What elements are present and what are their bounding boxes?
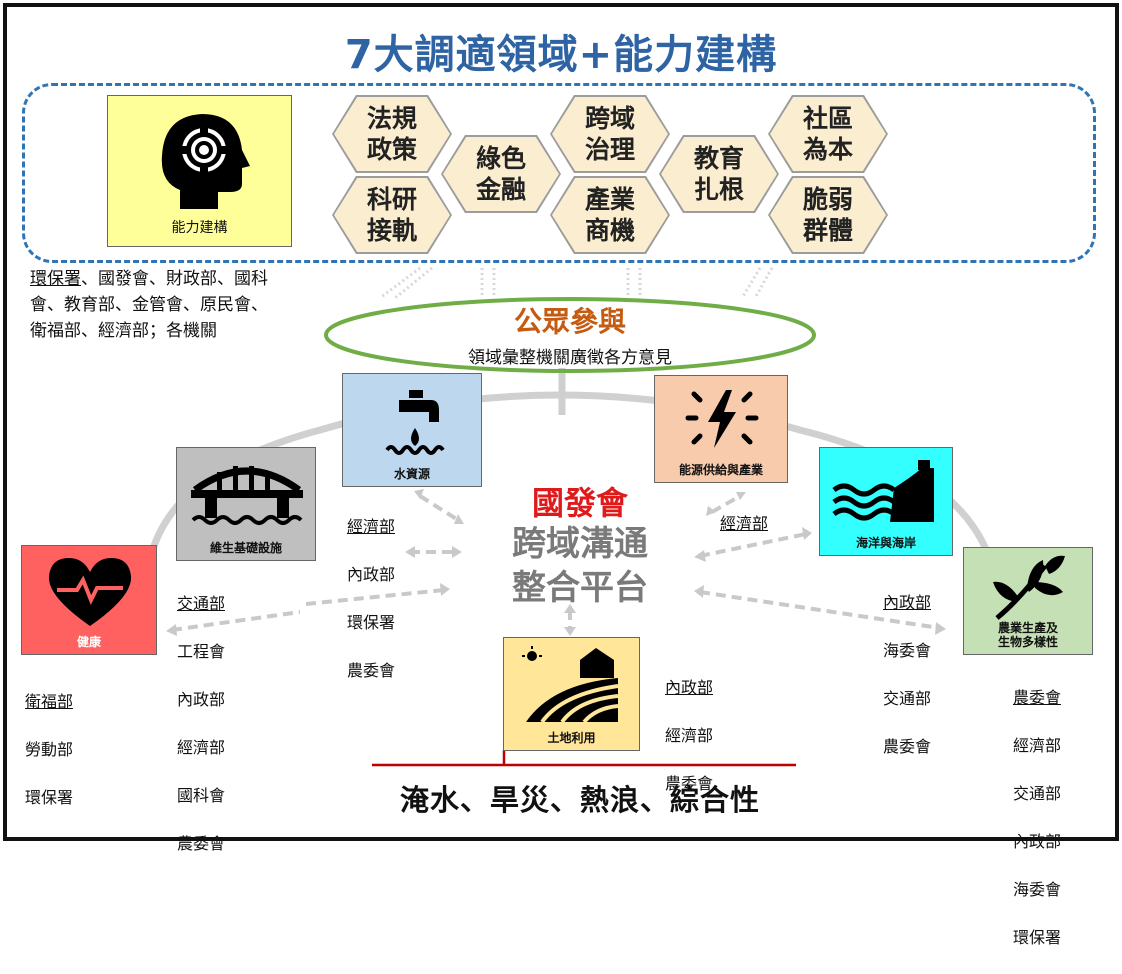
capacity-building-label: 能力建構 <box>171 219 228 236</box>
health-agencies: 衛福部 勞動部 環保署 <box>25 692 74 807</box>
hex-green-finance: 綠色 金融 <box>441 135 561 213</box>
domain-energy-tile: 能源供給與產業 <box>654 375 788 483</box>
diagram-title: 7大調適領域+能力建構 <box>344 32 778 78</box>
hex-vulnerable: 脆弱 群體 <box>768 176 888 254</box>
bridge-icon <box>191 466 303 525</box>
agri-agencies: 農委會 經濟部 交通部 內政部 海委會 環保署 <box>1013 688 1062 947</box>
leaf-branch-icon <box>993 555 1065 620</box>
capacity-building-tile: 能力建構 <box>107 95 292 247</box>
faucet-drop-icon <box>385 390 445 455</box>
domain-ocean-label: 海洋與海岸 <box>855 536 916 551</box>
center-organization: 國發會 <box>531 484 628 522</box>
public-participation-subtitle: 領域彙整機關廣徵各方意見 <box>468 348 672 368</box>
ocean-agencies: 內政部 海委會 交通部 農委會 <box>883 593 932 756</box>
domain-agri-label: 農業生產及 生物多樣性 <box>997 621 1058 650</box>
domain-ocean-tile: 海洋與海岸 <box>819 447 953 556</box>
integration-platform: 跨域溝通 整合平台 <box>512 524 648 608</box>
lightning-sun-icon <box>685 390 759 448</box>
hex-research: 科研 接軌 <box>332 176 452 254</box>
infra-agencies: 交通部 工程會 內政部 經濟部 國科會 農委會 <box>177 594 226 853</box>
hazard-types: 淹水、旱災、熱浪、綜合性 <box>399 783 760 817</box>
hex-education: 教育 扎根 <box>659 135 779 213</box>
capacity-agencies: 環保署、國發會、財政部、國科 會、教育部、金管會、原民會、 衛福部、經濟部；各機… <box>30 269 268 341</box>
outer-frame <box>3 3 1119 841</box>
public-participation-title: 公眾參與 <box>513 305 626 338</box>
domain-health-tile: 健康 <box>21 545 157 655</box>
coast-waves-icon <box>832 460 934 522</box>
land-agencies: 內政部 經濟部 農委會 <box>665 678 714 793</box>
water-agencies: 經濟部 內政部 環保署 農委會 <box>347 517 396 680</box>
domain-energy-label: 能源供給與產業 <box>678 463 763 478</box>
domain-infra-tile: 維生基礎設施 <box>176 447 316 561</box>
domain-land-tile: 土地利用 <box>503 637 640 751</box>
domain-water-label: 水資源 <box>393 467 430 482</box>
hex-law-policy: 法規 政策 <box>332 95 452 173</box>
energy-agencies: 經濟部 <box>720 514 769 533</box>
heart-pulse-icon <box>48 558 132 626</box>
hex-cross-governance: 跨域 治理 <box>550 95 670 173</box>
farm-field-icon <box>522 646 619 724</box>
domain-land-label: 土地利用 <box>547 731 596 746</box>
domain-agri-tile: 農業生產及 生物多樣性 <box>963 547 1093 655</box>
head-gear-icon <box>161 114 250 209</box>
domain-water-tile: 水資源 <box>342 373 482 487</box>
hex-industry: 產業 商機 <box>550 176 670 254</box>
hex-community: 社區 為本 <box>768 95 888 173</box>
domain-health-label: 健康 <box>76 635 101 650</box>
domain-infra-label: 維生基礎設施 <box>209 541 282 556</box>
capacity-building-group <box>22 83 1096 263</box>
